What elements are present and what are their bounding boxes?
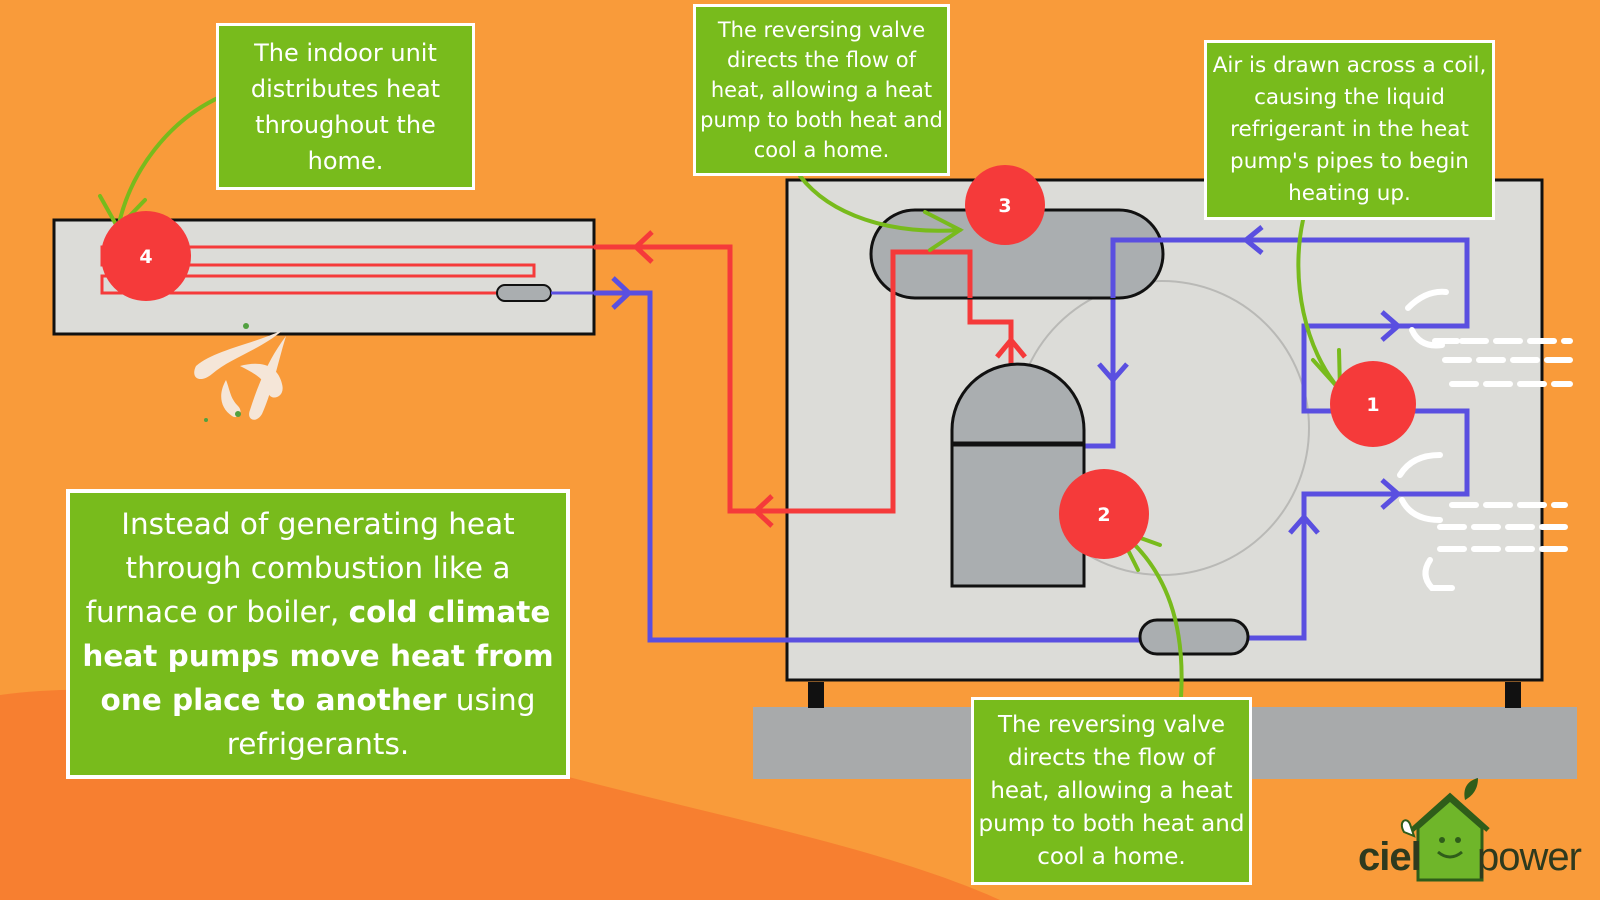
callout-indoor-line-2: distributes heat — [250, 74, 441, 103]
callout-valve-top-line-3: heat, allowing a heat — [710, 78, 933, 102]
logo-word-ciel: ciel — [1358, 835, 1422, 879]
callout-valve-top-line-1: The reversing valve — [717, 18, 926, 42]
badge-4-label: 4 — [139, 246, 152, 268]
callout-valve-bottom-line-5: cool a home. — [1037, 843, 1186, 870]
main-line-5-normal: using — [446, 683, 536, 717]
hot-line-over-valve — [890, 249, 973, 298]
arrow-cold-coil-top — [1380, 310, 1402, 342]
indoor-expansion-device — [496, 284, 552, 302]
callout-indoor-line-4: home. — [307, 146, 384, 175]
callout-valve-top-line-5: cool a home. — [753, 138, 890, 162]
badge-2-label: 2 — [1097, 504, 1110, 526]
callout-reversing-valve-top: The reversing valve directs the flow of … — [693, 4, 950, 176]
callout-coil-line-4: pump's pipes to begin — [1230, 149, 1469, 174]
badge-3: 3 — [965, 165, 1045, 245]
badge-1: 1 — [1330, 361, 1416, 447]
callout-coil: Air is drawn across a coil, causing the … — [1204, 40, 1495, 220]
badge-2: 2 — [1059, 469, 1149, 559]
main-line-3-bold: cold climate — [348, 595, 551, 629]
callout-main-explanation: Instead of generating heat through combu… — [66, 489, 570, 779]
main-line-3: furnace or boiler, cold climate — [82, 590, 553, 634]
callout-indoor-line-1: The indoor unit — [254, 38, 437, 67]
ciel-power-logo — [1400, 778, 1490, 882]
callout-valve-bottom-line-1: The reversing valve — [997, 711, 1226, 738]
air-flow-icon — [194, 323, 286, 422]
callout-indoor-line-3: throughout the — [255, 110, 436, 139]
main-line-5-bold: one place to another — [100, 683, 447, 717]
pointer-valve-top-head — [923, 210, 964, 252]
callout-indoor-unit: The indoor unit distributes heat through… — [216, 23, 475, 190]
callout-valve-bottom-line-3: heat, allowing a heat — [990, 777, 1233, 804]
callout-valve-top-line-4: pump to both heat and — [700, 108, 943, 132]
callout-valve-bottom-line-4: pump to both heat and — [978, 810, 1245, 837]
compressor — [950, 362, 1086, 588]
arrow-cold-left — [1242, 225, 1264, 255]
main-line-4-bold: heat pumps move heat from — [82, 639, 554, 673]
badge-3-label: 3 — [998, 195, 1011, 217]
cold-line-loop — [594, 290, 1140, 643]
main-line-2: through combustion like a — [125, 551, 511, 585]
arrow-hot-return — [752, 494, 774, 528]
main-line-6: refrigerants. — [226, 727, 410, 761]
arrow-cold-up — [1288, 513, 1320, 535]
badge-1-label: 1 — [1366, 394, 1379, 416]
arrow-cold-indoor — [611, 276, 633, 310]
callout-reversing-valve-bottom: The reversing valve directs the flow of … — [971, 697, 1252, 885]
callout-coil-line-2: causing the liquid — [1254, 85, 1445, 110]
expansion-valve — [1138, 618, 1250, 656]
air-flow-dashes — [1397, 288, 1573, 591]
cold-line-over-valve — [1110, 237, 1163, 298]
arrow-hot-indoor — [632, 230, 654, 264]
callout-coil-line-1: Air is drawn across a coil, — [1212, 53, 1487, 78]
callout-coil-line-3: refrigerant in the heat — [1230, 117, 1469, 142]
outdoor-unit-foot-left — [808, 682, 824, 708]
arrow-cold-coil-bottom — [1380, 478, 1402, 510]
callout-coil-line-5: heating up. — [1288, 181, 1411, 206]
callout-valve-bottom-line-2: directs the flow of — [1008, 744, 1215, 771]
outdoor-unit-foot-right — [1505, 682, 1521, 708]
pointer-indoor — [116, 95, 222, 230]
arrow-hot-up — [995, 336, 1027, 359]
logo-word-power: power — [1477, 835, 1582, 879]
callout-valve-top-line-2: directs the flow of — [727, 48, 916, 72]
pointer-valve-top — [798, 174, 962, 233]
main-line-3-normal: furnace or boiler, — [85, 595, 349, 629]
main-line-4: heat pumps move heat from — [82, 634, 553, 678]
arrow-cold-down — [1097, 362, 1129, 384]
main-line-1: Instead of generating heat — [121, 507, 515, 541]
badge-4: 4 — [101, 211, 191, 301]
main-line-5: one place to another using — [82, 678, 553, 722]
